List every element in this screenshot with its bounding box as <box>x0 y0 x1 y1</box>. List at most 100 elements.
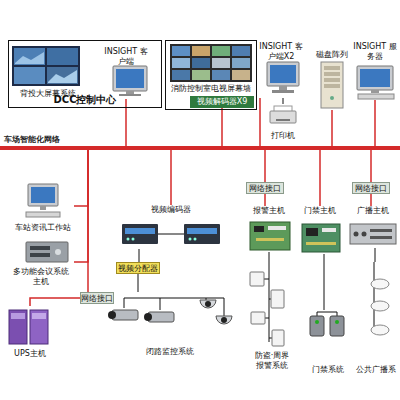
conference-host-art <box>30 253 50 257</box>
ups-art <box>9 310 27 344</box>
fire-control-room-box: 消防控制室电视屏幕墙视频解码器X9 <box>165 40 257 110</box>
node-label: 车场智能化网络 <box>4 135 60 145</box>
network-link <box>30 298 80 306</box>
network-link <box>264 194 266 206</box>
screen-wall-art <box>212 58 230 68</box>
video-decoder-band: 视频解码器X9 <box>190 96 254 108</box>
encoder-art <box>187 228 217 234</box>
screen-wall-art <box>212 70 230 80</box>
info-workstation: 车站资讯工作站 <box>12 180 74 232</box>
screen-wall-art <box>232 46 250 56</box>
server-console-art <box>360 69 390 87</box>
ups-art <box>9 310 48 344</box>
server-console-art <box>371 90 379 93</box>
node-label: INSIGHT 客户端 <box>104 47 148 66</box>
access-host-art <box>302 224 340 252</box>
disk-array-art <box>324 84 340 88</box>
access-host-art <box>306 228 318 236</box>
client-monitor-art <box>113 66 147 96</box>
network-interface-box: 网络接口 <box>80 292 114 304</box>
card-reader-art <box>310 316 324 336</box>
network-link <box>374 100 376 146</box>
workstation-art <box>40 206 46 210</box>
card-reader-art <box>310 312 344 336</box>
broadcast-host: 广播主机 <box>348 206 398 248</box>
alarm-device-art <box>271 290 284 308</box>
access-host-art <box>302 224 340 252</box>
node-label: 磁盘阵列 <box>316 50 348 60</box>
card-reader-art <box>335 320 339 324</box>
workstation-art <box>31 187 55 203</box>
camera-art <box>205 301 211 307</box>
disk-array-art <box>324 72 340 76</box>
broadcast-host-art <box>362 232 367 237</box>
ups-art <box>32 313 46 319</box>
screen-wall-art <box>192 46 210 56</box>
speaker-art <box>371 279 389 335</box>
control-center-box: DCC控制中心背投大屏幕系统INSIGHT 客户端 <box>8 40 162 108</box>
printer-art <box>270 111 296 123</box>
conference-host-art <box>26 242 68 262</box>
camera-art <box>144 313 152 321</box>
encoder-art <box>127 238 130 241</box>
node-label: 车站资讯工作站 <box>15 223 71 233</box>
server-console: INSIGHT 服务器 <box>352 42 398 100</box>
video-wall-art <box>12 46 80 86</box>
alarm-device-art <box>250 272 264 286</box>
network-link <box>125 99 127 146</box>
network-interface-box: 网络接口 <box>246 182 284 194</box>
node-label: 视频解码器X9 <box>197 97 248 107</box>
access-control-host: 门禁主机 <box>298 206 342 254</box>
encoder-art <box>158 234 184 235</box>
ups-art <box>30 310 48 344</box>
video-wall-art <box>14 67 45 84</box>
broadcast-host-art <box>354 232 359 237</box>
node-label: 广播主机 <box>357 206 389 216</box>
screen-wall-art <box>232 70 250 80</box>
camera-art <box>216 316 232 324</box>
alarm-device-art <box>250 272 284 346</box>
client-monitor-art <box>113 66 147 91</box>
encoder-art <box>122 224 158 244</box>
video-wall-art <box>48 70 77 83</box>
node-label: 闭路监控系统 <box>146 347 194 357</box>
node-label: 视频分配器 <box>118 264 158 273</box>
broadcast-host-art <box>370 229 392 232</box>
disk-array-art <box>321 62 343 108</box>
screen-wall-art <box>170 44 252 82</box>
screen-wall-art <box>192 70 210 80</box>
client-monitor-art <box>267 62 299 93</box>
network-link <box>264 150 266 182</box>
video-wall-system: 背投大屏幕系统 <box>12 46 84 98</box>
broadcast-host-art <box>370 236 392 239</box>
disk-array-art <box>324 66 340 70</box>
ups-art <box>11 313 25 319</box>
client-monitor-art <box>119 94 141 96</box>
client-monitor-art <box>270 65 296 83</box>
screen-wall-art <box>172 46 190 56</box>
node-label: 多功能会议系统主机 <box>12 267 70 286</box>
alarm-device-art <box>272 330 284 346</box>
client-monitor-art <box>279 86 287 90</box>
encoder-art <box>184 224 220 244</box>
screen-wall-art <box>172 70 190 80</box>
node-label: UPS主机 <box>14 349 46 359</box>
encoder-art <box>122 224 220 244</box>
network-link <box>331 110 333 146</box>
alarm-host-art <box>256 238 284 241</box>
network-bus: 车场智能化网络 <box>0 146 400 150</box>
network-link <box>370 194 372 206</box>
conference-host-art <box>30 246 50 250</box>
client-monitor-art <box>126 91 134 94</box>
node-label: 网络接口 <box>81 294 113 303</box>
access-host-art <box>322 228 336 232</box>
speaker-wiring <box>374 262 375 330</box>
card-reader-art <box>317 312 337 316</box>
server-console-art <box>357 66 394 99</box>
speaker-wiring <box>374 262 375 330</box>
camera-art <box>108 311 116 319</box>
alarm-host-art <box>250 222 290 250</box>
alarm-host-art <box>254 226 264 232</box>
